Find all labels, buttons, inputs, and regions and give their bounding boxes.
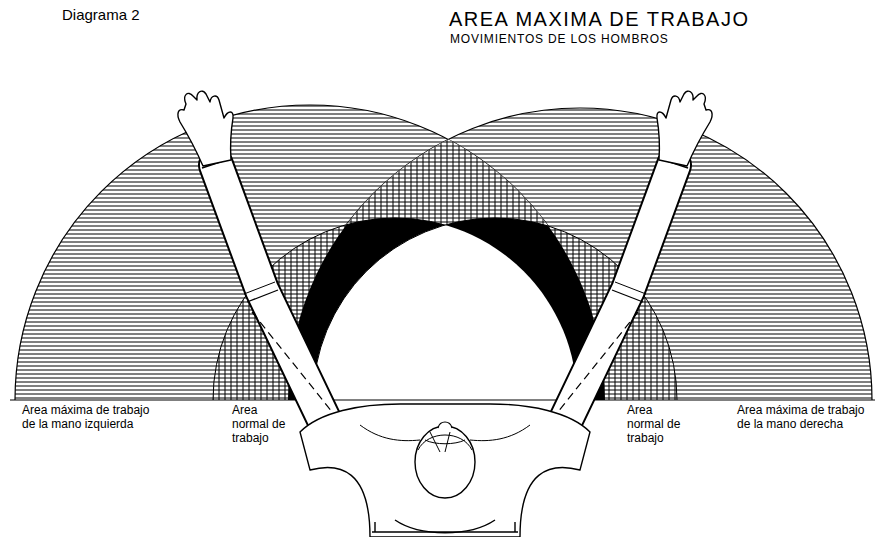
title: AREA MAXIMA DE TRABAJO xyxy=(449,8,749,31)
right-arm xyxy=(545,91,712,432)
subtitle: MOVIMIENTOS DE LOS HOMBROS xyxy=(450,33,669,47)
area-label: Area normal de trabajo xyxy=(232,404,294,445)
area-label: Area máxima de trabajo de la mano derech… xyxy=(737,404,867,432)
left-hand xyxy=(178,91,233,166)
area-label: Area normal de trabajo xyxy=(627,404,689,445)
chair xyxy=(372,522,518,532)
work-areas xyxy=(0,0,885,400)
left-arm xyxy=(178,91,345,432)
figure-number: Diagrama 2 xyxy=(62,6,140,23)
area-label: Area máxima de trabajo de la mano izquie… xyxy=(22,404,150,432)
head xyxy=(415,426,475,498)
body xyxy=(300,404,590,537)
